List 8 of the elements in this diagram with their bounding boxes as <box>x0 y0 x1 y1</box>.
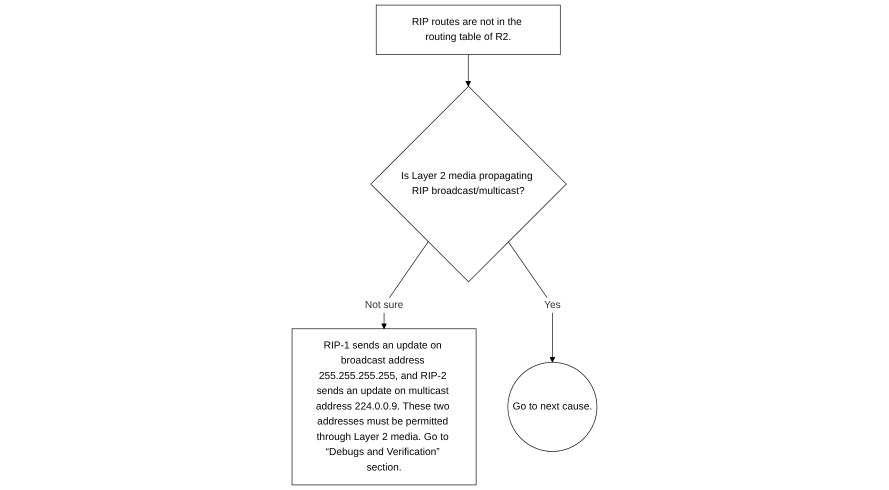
arrow <box>465 54 472 87</box>
arrow <box>508 241 556 363</box>
node-box: RIP routes are not in the routing table of R2. <box>376 4 561 55</box>
node-diamond: Is Layer 2 media propagating RIP broadcast/multicast? <box>370 86 567 282</box>
edge-label: Yes <box>544 300 561 310</box>
edge-label: Not sure <box>364 300 404 310</box>
node-box: RIP-1 sends an update on broadcast address 255.255.255.255, and RIP-2 sends an update on multicast address 224.0.0.9. These two addresses must be permitted through Layer 2 media. Go to “Debugs and Verification” section. <box>292 328 476 486</box>
node-circle: Go to next cause. <box>508 362 598 452</box>
